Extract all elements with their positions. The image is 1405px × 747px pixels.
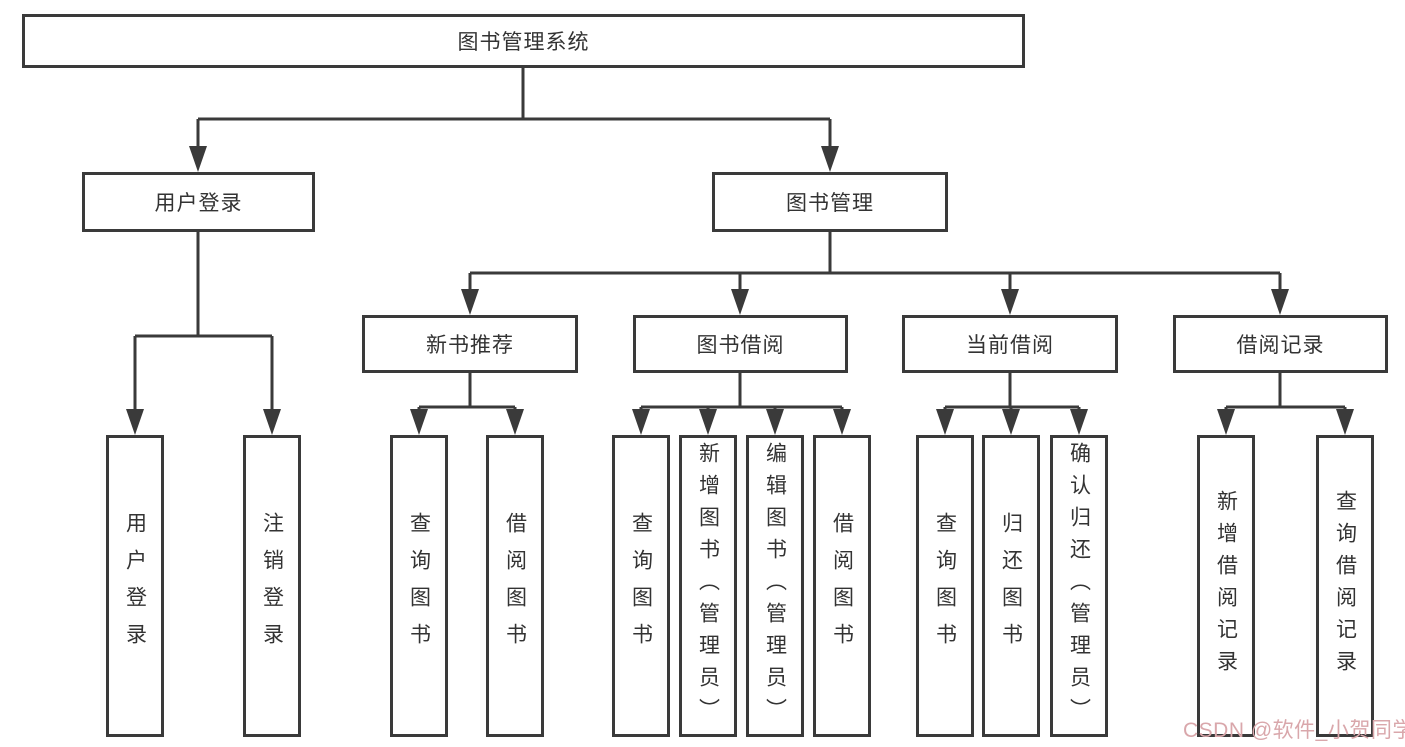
connector-path: [196, 68, 832, 148]
node-label: 图书管理系统: [457, 31, 590, 54]
node-label: 编辑图书（管理员）: [763, 442, 787, 730]
arrowhead-icon: [833, 409, 851, 435]
node-library-system: 图书管理系统: [22, 14, 1025, 68]
arrowhead-icon: [126, 409, 144, 435]
node-label: 新增图书（管理员）: [696, 442, 720, 730]
node-label: 图书借阅: [696, 334, 785, 357]
node-leaf-query-borrow-record: 查询借阅记录: [1316, 435, 1374, 737]
node-label: 新书推荐: [426, 334, 514, 357]
node-label: 借阅图书: [503, 512, 527, 660]
connector-path: [417, 373, 517, 411]
arrowhead-icon: [632, 409, 650, 435]
connector-path: [943, 373, 1081, 411]
connector-path: [1224, 373, 1347, 411]
connector-path: [468, 232, 1282, 291]
node-borrowing-records: 借阅记录: [1173, 315, 1388, 373]
arrowhead-icon: [821, 146, 839, 172]
node-label: 当前借阅: [966, 334, 1054, 357]
node-leaf-borrow-books: 借阅图书: [813, 435, 871, 737]
node-user-login: 用户登录: [82, 172, 315, 232]
arrowhead-icon: [699, 409, 717, 435]
node-label: 确认归还（管理员）: [1067, 442, 1091, 730]
arrowhead-icon: [731, 289, 749, 315]
node-label: 注销登录: [260, 512, 284, 660]
node-leaf-query-books-current: 查询图书: [916, 435, 974, 737]
watermark: CSDN @软件_小贺同学: [1183, 719, 1405, 742]
arrowhead-icon: [410, 409, 428, 435]
node-leaf-user-login: 用户登录: [106, 435, 164, 737]
connector-path: [133, 232, 274, 411]
node-label: 查询图书: [629, 512, 653, 660]
node-leaf-add-books-admin: 新增图书（管理员）: [679, 435, 737, 737]
node-leaf-add-borrow-record: 新增借阅记录: [1197, 435, 1255, 737]
arrowhead-icon: [263, 409, 281, 435]
node-leaf-logout: 注销登录: [243, 435, 301, 737]
arrowhead-icon: [506, 409, 524, 435]
node-label: 用户登录: [123, 512, 147, 660]
arrowhead-icon: [936, 409, 954, 435]
node-new-book-recommendation: 新书推荐: [362, 315, 578, 373]
arrowhead-icon: [1217, 409, 1235, 435]
arrowhead-icon: [1070, 409, 1088, 435]
node-label: 查询图书: [933, 512, 957, 660]
arrowhead-icon: [1336, 409, 1354, 435]
node-leaf-confirm-return-admin: 确认归还（管理员）: [1050, 435, 1108, 737]
arrowhead-icon: [461, 289, 479, 315]
node-label: 图书管理: [786, 192, 874, 215]
node-leaf-borrow-books-recommend: 借阅图书: [486, 435, 544, 737]
node-label: 借阅记录: [1236, 334, 1325, 357]
arrowhead-icon: [766, 409, 784, 435]
node-label: 归还图书: [999, 512, 1023, 660]
node-leaf-return-books: 归还图书: [982, 435, 1040, 737]
arrowhead-icon: [189, 146, 207, 172]
node-label: 用户登录: [154, 192, 243, 215]
node-book-management: 图书管理: [712, 172, 948, 232]
node-label: 查询借阅记录: [1333, 490, 1357, 682]
arrowhead-icon: [1001, 289, 1019, 315]
connector-path: [639, 373, 844, 411]
node-leaf-query-books-borrow: 查询图书: [612, 435, 670, 737]
node-leaf-query-books-recommend: 查询图书: [390, 435, 448, 737]
node-book-borrowing: 图书借阅: [633, 315, 848, 373]
arrowhead-icon: [1271, 289, 1289, 315]
node-leaf-edit-books-admin: 编辑图书（管理员）: [746, 435, 804, 737]
node-label: 查询图书: [407, 512, 431, 660]
node-label: 新增借阅记录: [1214, 490, 1238, 682]
node-current-borrowing: 当前借阅: [902, 315, 1118, 373]
arrowhead-icon: [1002, 409, 1020, 435]
node-label: 借阅图书: [830, 512, 854, 660]
